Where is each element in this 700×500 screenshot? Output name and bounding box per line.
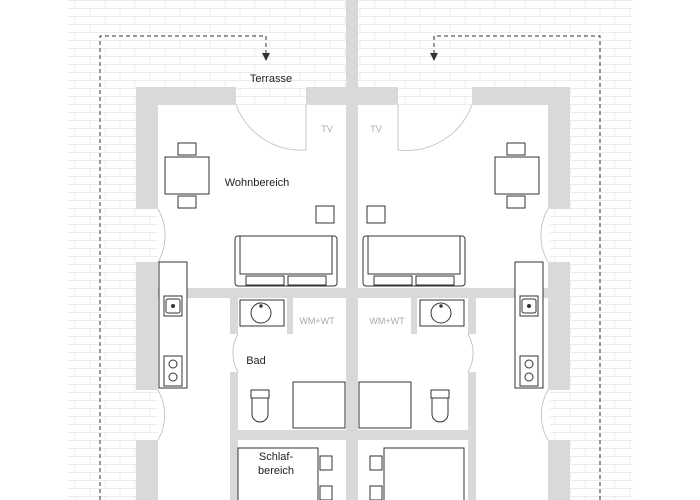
- dining-set-right: [494, 142, 540, 209]
- dining-set-left: [164, 142, 210, 209]
- label-bedroom-line1: Schlaf-: [259, 451, 294, 463]
- label-wm-wt-left: WM+WT: [299, 316, 335, 326]
- toilet-left: [250, 389, 270, 423]
- toilet-right: [430, 389, 450, 423]
- label-living-area: Wohnbereich: [225, 177, 290, 189]
- access-path-right: [433, 35, 601, 500]
- label-tv-left: TV: [321, 124, 333, 134]
- bed-right: [369, 447, 465, 500]
- kitchen-right: [514, 261, 544, 389]
- side-table-left: [315, 205, 335, 224]
- party-wall-inner: [346, 90, 358, 500]
- access-arrow-right: [430, 53, 438, 61]
- door-swings: [157, 104, 549, 441]
- label-wm-wt-right: WM+WT: [369, 316, 405, 326]
- washbasin-left: [239, 299, 285, 327]
- bathroom-walls: [158, 288, 550, 500]
- shower-left: [292, 381, 346, 429]
- label-bath: Bad: [246, 355, 266, 367]
- outer-walls: [136, 87, 570, 500]
- label-bedroom-line2: bereich: [258, 465, 294, 477]
- party-wall: [346, 0, 358, 90]
- bed-left: [237, 447, 333, 500]
- sofa-left: [234, 235, 338, 287]
- label-terrace: Terrasse: [250, 73, 292, 85]
- washbasin-right: [419, 299, 465, 327]
- access-path-left: [99, 35, 267, 500]
- kitchen-left: [158, 261, 188, 389]
- label-tv-right: TV: [370, 124, 382, 134]
- sofa-right: [362, 235, 466, 287]
- shower-right: [358, 381, 412, 429]
- side-table-right: [366, 205, 386, 224]
- access-arrow-left: [262, 53, 270, 61]
